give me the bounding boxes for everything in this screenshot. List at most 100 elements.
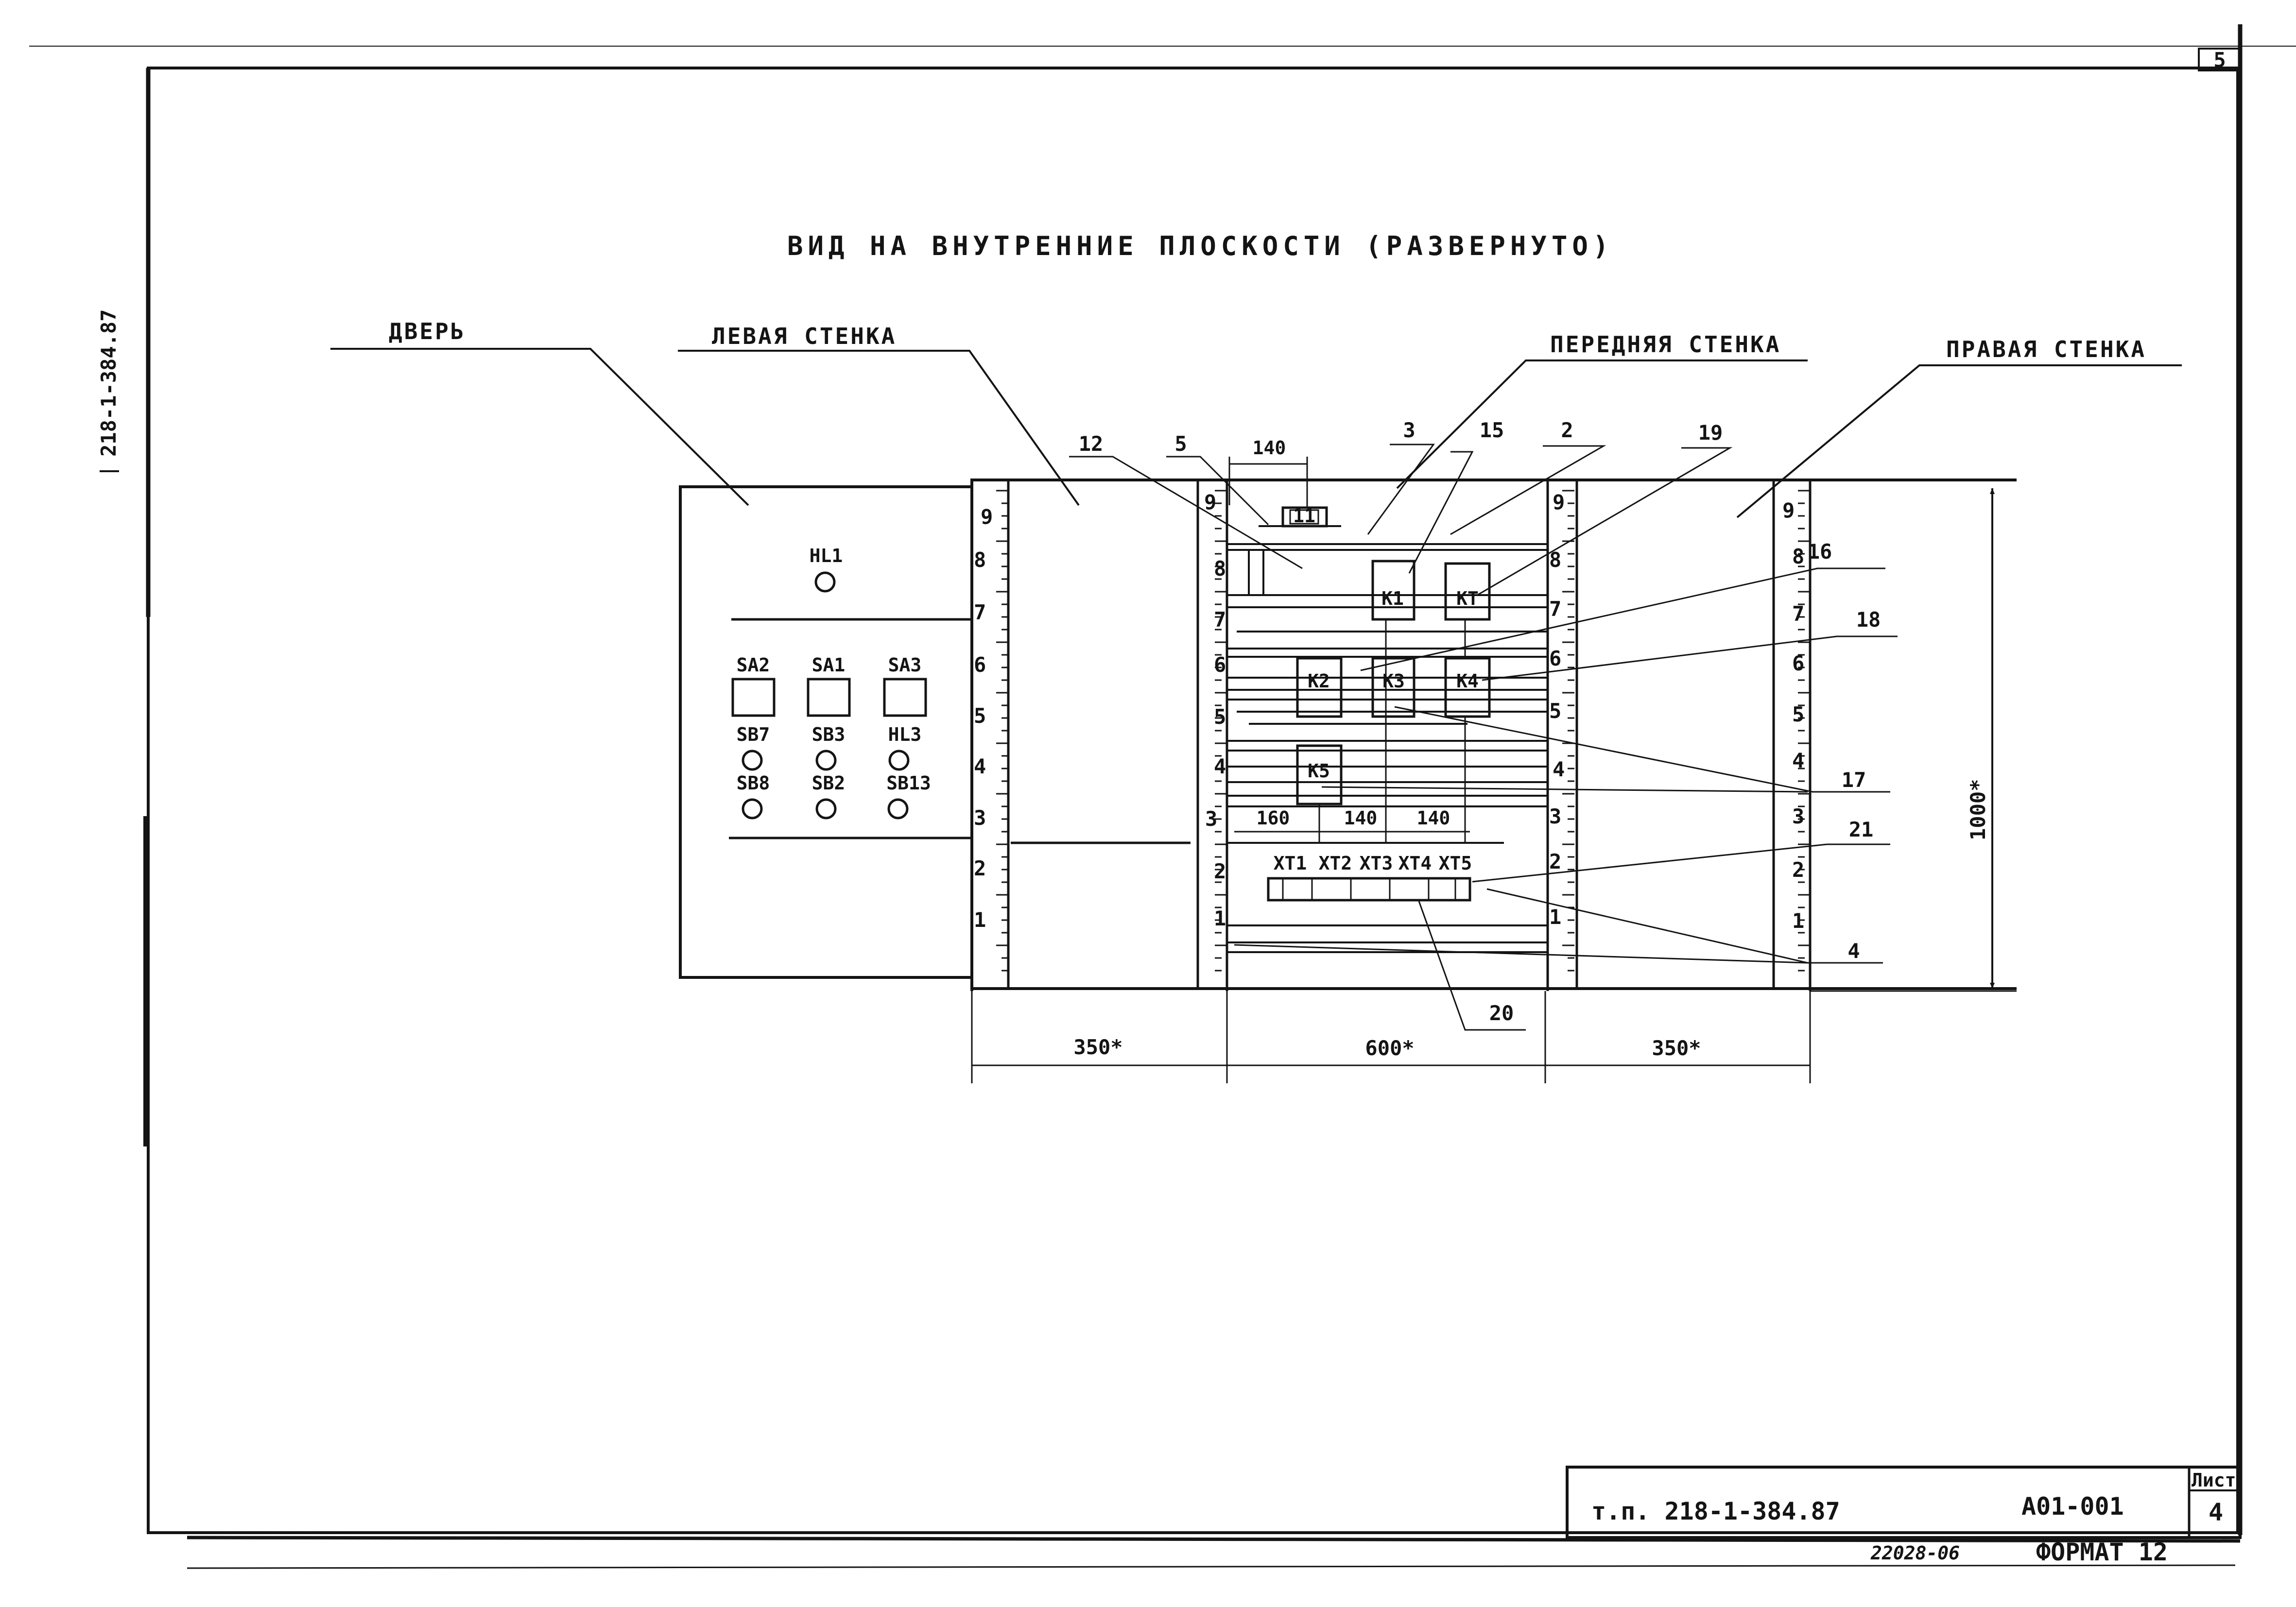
terminal-block: XT1 XT2 XT3 XT4 XT5 (1267, 853, 1472, 902)
dim-140-top: 140 (1253, 437, 1286, 459)
sa1-switch (807, 678, 851, 717)
rail-num-left-9: 9 (981, 505, 993, 529)
sb7-label: SB7 (737, 724, 770, 745)
hl3-lamp (888, 750, 910, 771)
xt5-label: XT5 (1439, 853, 1472, 874)
callout-2: 2 (1561, 418, 1573, 442)
k4-label: K4 (1456, 670, 1479, 692)
rail-num-right-8: 8 (1792, 545, 1804, 568)
rail-num-right-1: 1 (1792, 909, 1804, 933)
k1-label: K1 (1381, 588, 1404, 609)
rail-num-right-4: 4 (1792, 749, 1804, 772)
rail-numbers-front-left: 9 8 7 6 5 4 3 2 1 (1204, 490, 1226, 930)
rail-num-left-4: 4 (974, 754, 986, 778)
inner-dimensions: 160 140 140 (1234, 807, 1470, 833)
xt2-label: XT2 (1319, 853, 1352, 874)
relay-k4: K4 (1444, 657, 1491, 718)
rail-strip-left (970, 479, 1010, 990)
rail-numbers-left: 9 8 7 6 5 4 3 2 1 (974, 505, 993, 932)
callout-5: 5 (1174, 432, 1187, 456)
sa1-label: SA1 (812, 654, 846, 676)
rail-num-right-5: 5 (1792, 702, 1804, 726)
hl3-label: HL3 (888, 724, 922, 745)
margin-code: 218-1-384.87 (97, 309, 121, 457)
sb13-label: SB13 (886, 772, 931, 794)
front-wall-label: ПЕРЕДНЯЯ СТЕНКА (1550, 331, 1781, 358)
k2-label: K2 (1308, 670, 1330, 692)
sa2-switch (731, 678, 776, 717)
relay-k2: K2 (1296, 657, 1343, 718)
title-block: т.п. 218-1-384.87 А01-001 Лист 4 22028-0… (1566, 1466, 2242, 1566)
hl1-lamp (814, 571, 836, 593)
rail-num-left-7: 7 (974, 600, 986, 624)
dim-160: 160 (1257, 807, 1290, 829)
rail-num-fl-8: 8 (1214, 557, 1226, 581)
rail-strip-front-left (1196, 479, 1228, 990)
wire-duct (1248, 550, 1264, 595)
dim-140-b: 140 (1417, 807, 1450, 829)
top-sheet-box (2198, 48, 2241, 71)
rail-num-fl-4: 4 (1214, 754, 1226, 778)
rail-strip-right (1772, 479, 1812, 990)
sb13-button (887, 798, 909, 820)
rail-num-left-2: 2 (974, 856, 986, 880)
sb2-button (815, 798, 837, 820)
front-din-rails (1227, 543, 1548, 953)
format-label: ФОРМАТ 12 (2036, 1538, 2168, 1566)
callout-4: 4 (1847, 939, 1860, 963)
rail-num-right-6: 6 (1792, 651, 1804, 675)
xt1-label: XT1 (1274, 853, 1307, 874)
rail-num-fl-2: 2 (1214, 859, 1226, 883)
dim-front-600: 600* (1365, 1036, 1414, 1060)
callouts: 12 5 3 15 2 19 16 18 17 21 4 20 (1069, 418, 1898, 1031)
rail-num-fl-9: 9 (1204, 490, 1216, 514)
door-label: ДВЕРЬ (389, 318, 466, 344)
enclosure-outline (970, 479, 2017, 991)
rail-num-fr-4: 4 (1553, 757, 1565, 781)
rail-num-left-6: 6 (974, 653, 986, 677)
dim-140-a: 140 (1344, 807, 1378, 829)
callout-16: 16 (1808, 540, 1832, 564)
rail-num-fr-2: 2 (1549, 850, 1561, 873)
door-panel: HL1 SA2 SA1 SA3 SB7 SB3 HL3 SB8 SB2 SB13 (679, 485, 973, 979)
right-wall-label: ПРАВАЯ СТЕНКА (1946, 336, 2146, 362)
bottom-dimensions: 350* 600* 350* (971, 991, 1811, 1083)
rail-num-right-2: 2 (1792, 858, 1804, 882)
rail-num-fl-3: 3 (1205, 807, 1217, 831)
rail-strip-front-right (1546, 479, 1578, 990)
callout-18: 18 (1856, 608, 1881, 632)
dim-right-350: 350* (1652, 1036, 1701, 1060)
panel-labels: ДВЕРЬ ЛЕВАЯ СТЕНКА ПЕРЕДНЯЯ СТЕНКА ПРАВА… (330, 318, 2182, 518)
dim-height-1000: 1000* (1966, 779, 1990, 840)
rail-num-fl-5: 5 (1214, 705, 1226, 729)
sb3-button (815, 750, 837, 771)
rail-num-left-3: 3 (974, 806, 986, 830)
rail-num-right-9: 9 (1782, 498, 1795, 522)
projection-lines (1226, 619, 1466, 850)
rail-num-fl-1: 1 (1214, 906, 1226, 930)
top-sheet-number: 5 (2213, 48, 2226, 72)
rail-num-left-8: 8 (974, 548, 986, 572)
rail-numbers-right: 9 8 7 6 5 4 3 2 1 (1782, 498, 1804, 933)
rail-num-fr-9: 9 (1553, 490, 1565, 514)
height-dimension: 1000* (1810, 488, 2017, 992)
callout-20: 20 (1489, 1001, 1514, 1025)
sheet-label: Лист (2192, 1470, 2236, 1491)
sheet-code: А01-001 (2021, 1492, 2124, 1521)
rail-num-fr-6: 6 (1549, 647, 1561, 670)
rail-num-fr-1: 1 (1549, 905, 1561, 929)
sb7-button (742, 750, 763, 771)
callout-17: 17 (1842, 768, 1866, 792)
timer-kt: KT (1444, 562, 1491, 621)
doc-code: т.п. 218-1-384.87 (1591, 1497, 1840, 1525)
k5-label: K5 (1308, 760, 1330, 782)
sa3-switch (883, 678, 927, 717)
rail-num-fl-6: 6 (1214, 653, 1226, 677)
callout-19: 19 (1698, 421, 1723, 444)
xt3-label: XT3 (1360, 853, 1393, 874)
callout-21: 21 (1849, 818, 1874, 841)
rail-num-right-3: 3 (1792, 804, 1804, 828)
top-device-label: 11 (1293, 505, 1315, 527)
sa2-label: SA2 (737, 654, 770, 676)
rail-num-fr-3: 3 (1549, 804, 1561, 828)
